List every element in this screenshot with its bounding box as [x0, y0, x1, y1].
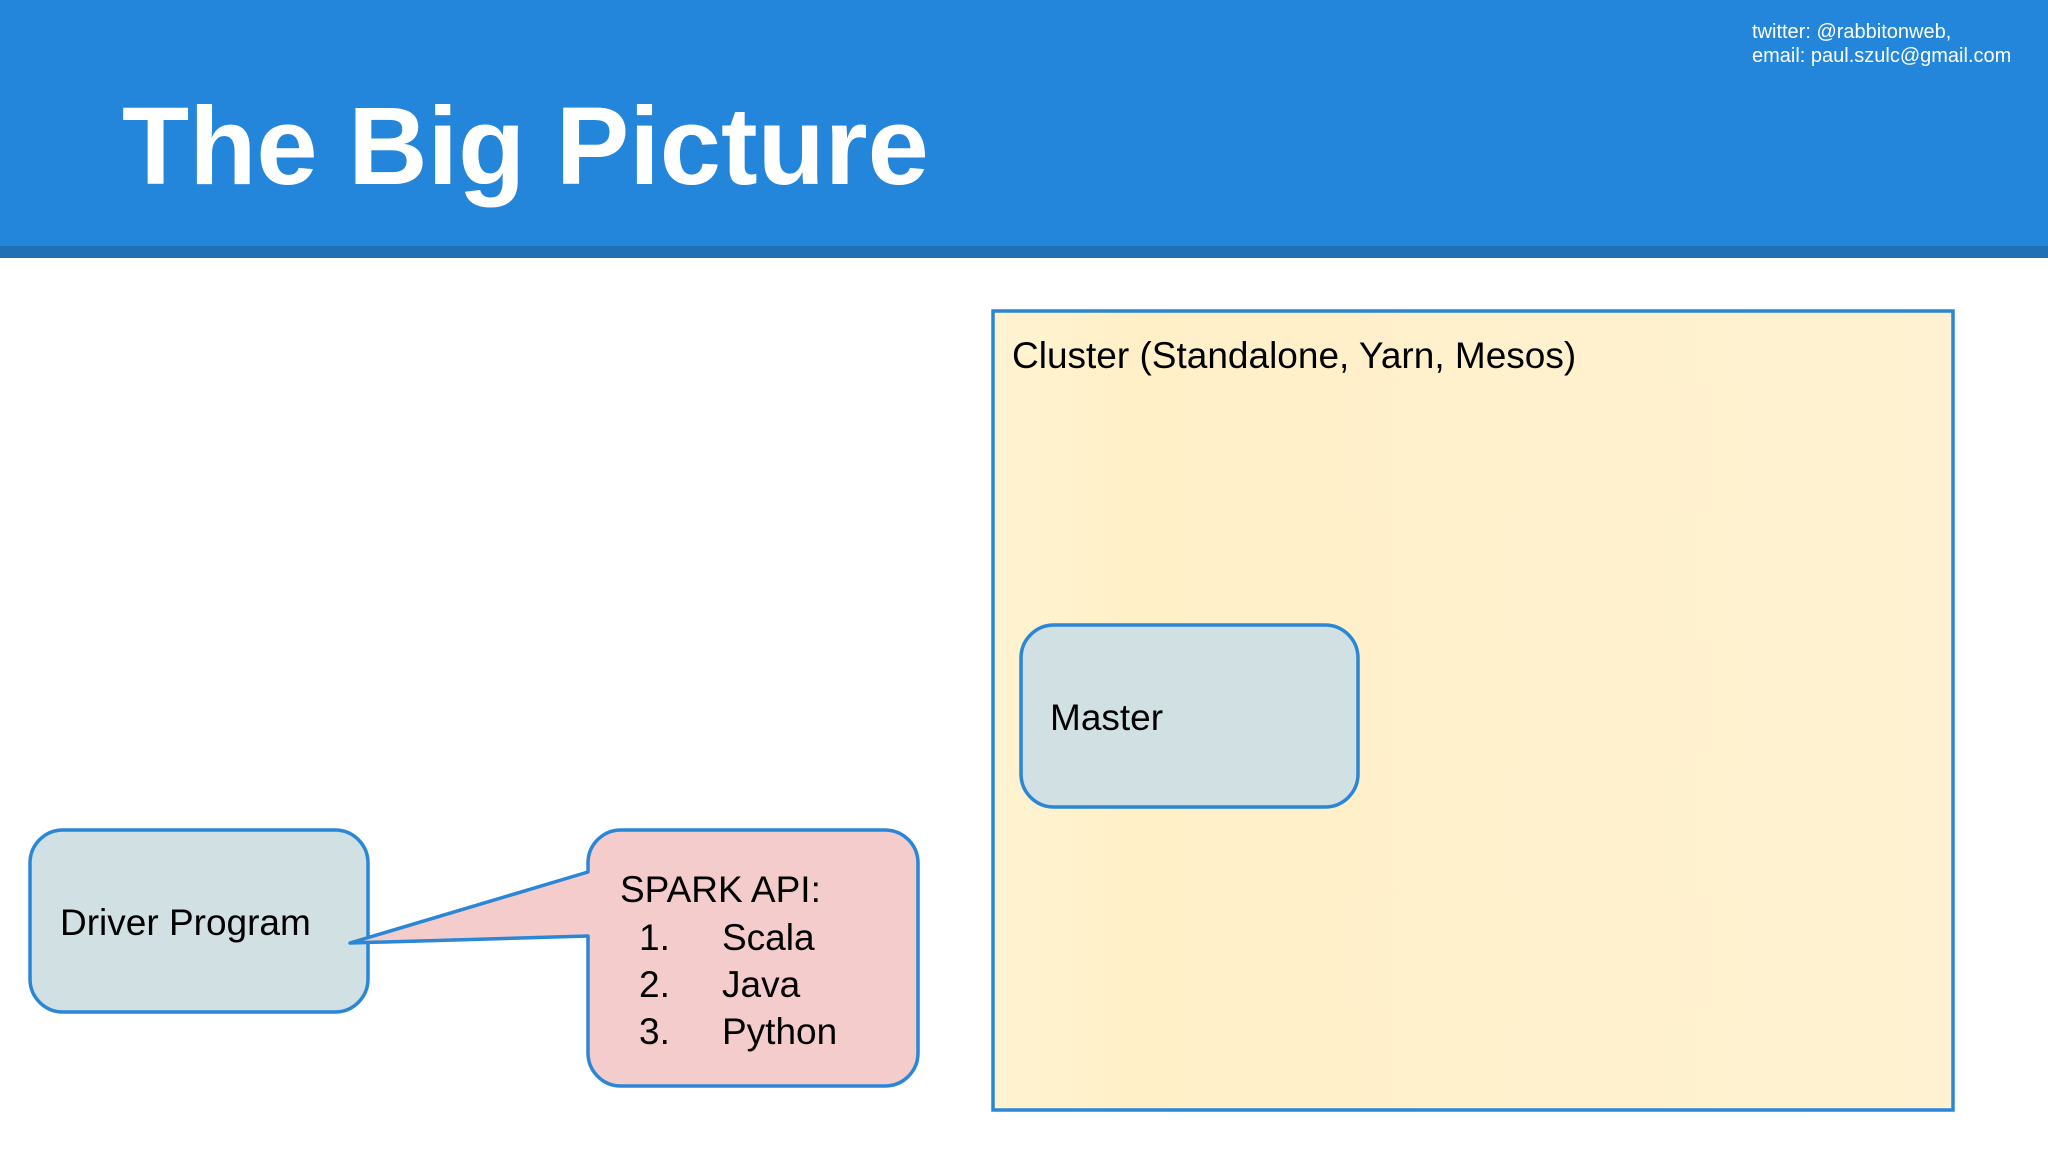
contact-info: twitter: @rabbitonweb, email: paul.szulc… [1752, 20, 2011, 68]
email-address: email: paul.szulc@gmail.com [1752, 45, 2012, 67]
list-number: 1. [639, 917, 670, 958]
twitter-handle: twitter: @rabbitonweb, [1752, 21, 1952, 43]
spark-api-callout: SPARK API: 1. Scala 2. Java 3. Python [348, 828, 920, 1088]
list-item-java: Java [722, 964, 801, 1005]
list-item-scala: Scala [722, 917, 815, 958]
cluster-label: Cluster (Standalone, Yarn, Mesos) [1012, 335, 1576, 376]
list-item-python: Python [722, 1011, 837, 1052]
list-number: 3. [639, 1011, 670, 1052]
master-label: Master [1050, 697, 1163, 738]
driver-program-node: Driver Program [28, 828, 370, 1014]
master-node: Master [1019, 623, 1360, 809]
list-number: 2. [639, 964, 670, 1005]
slide-title: The Big Picture [122, 85, 929, 208]
driver-program-label: Driver Program [60, 902, 311, 943]
header-divider [0, 246, 2048, 258]
spark-api-heading: SPARK API: [620, 869, 821, 910]
slide-header [0, 0, 2048, 246]
